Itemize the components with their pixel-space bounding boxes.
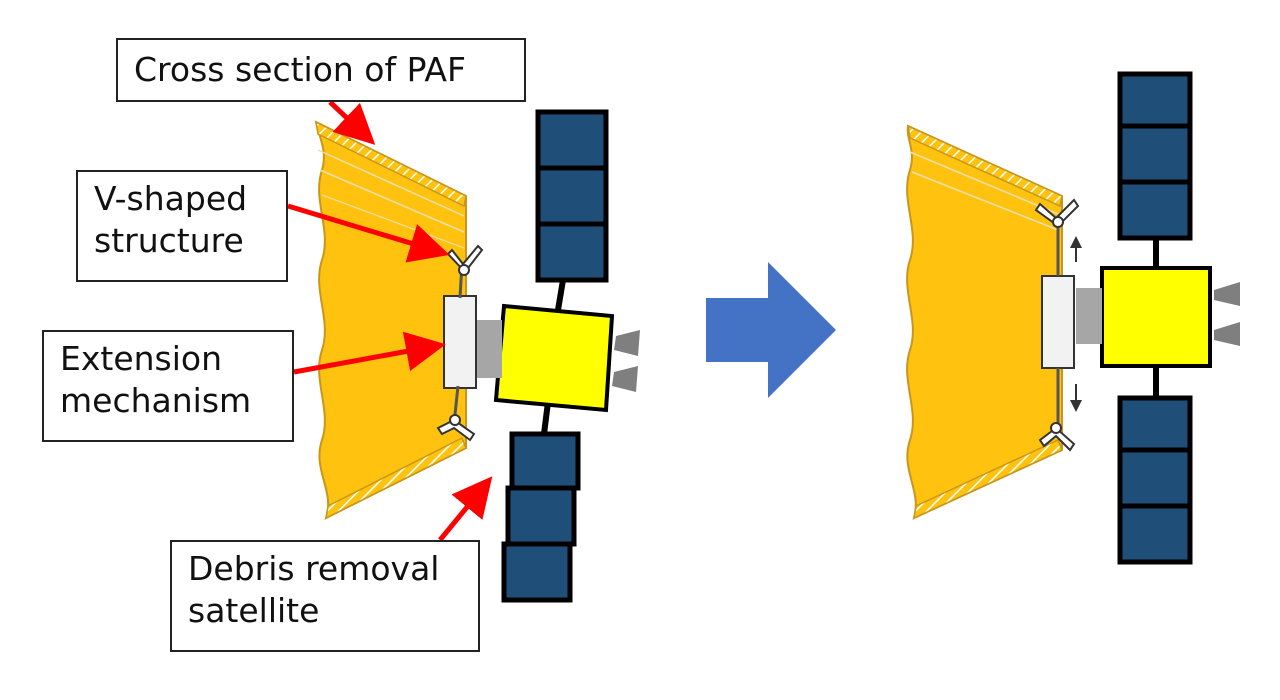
red-arrow-icon — [328, 100, 376, 145]
solar-panel-lower-left — [501, 401, 581, 603]
solar-panel-lower-right — [1117, 366, 1193, 565]
label-text: mechanism — [60, 381, 252, 420]
right-scene — [906, 71, 1240, 565]
label-cross-section-of-paf: Cross section of PAF — [116, 38, 526, 102]
label-text: structure — [94, 221, 244, 260]
red-arrow-icon — [287, 203, 450, 263]
red-arrow-icon — [293, 331, 446, 375]
v-shaped-structure-lower-left — [436, 414, 476, 442]
label-text: Debris removal — [188, 549, 440, 588]
label-text: satellite — [188, 591, 320, 630]
left-scene — [287, 100, 640, 603]
label-text: V-shaped — [94, 179, 248, 218]
solar-panel-upper-left — [535, 109, 609, 311]
label-text: Cross section of PAF — [134, 50, 466, 89]
solar-panel-upper-right — [1117, 71, 1193, 268]
red-arrow-icon — [438, 476, 493, 542]
label-extension-mechanism: Extension mechanism — [42, 330, 294, 442]
label-v-shaped-structure: V-shaped structure — [76, 170, 288, 282]
satellite-bus-left — [476, 303, 640, 413]
right-arrow-icon — [706, 262, 836, 398]
label-debris-removal-satellite: Debris removal satellite — [170, 540, 480, 652]
v-shaped-structure-upper-right — [1034, 198, 1080, 228]
v-shaped-structure-upper-left — [446, 244, 484, 276]
v-shaped-structure-lower-right — [1038, 422, 1076, 452]
satellite-bus-right — [1076, 266, 1240, 368]
label-text: Extension — [60, 339, 223, 378]
paf-cross-section-right — [906, 124, 1063, 520]
extension-mechanism-right — [1041, 222, 1082, 428]
